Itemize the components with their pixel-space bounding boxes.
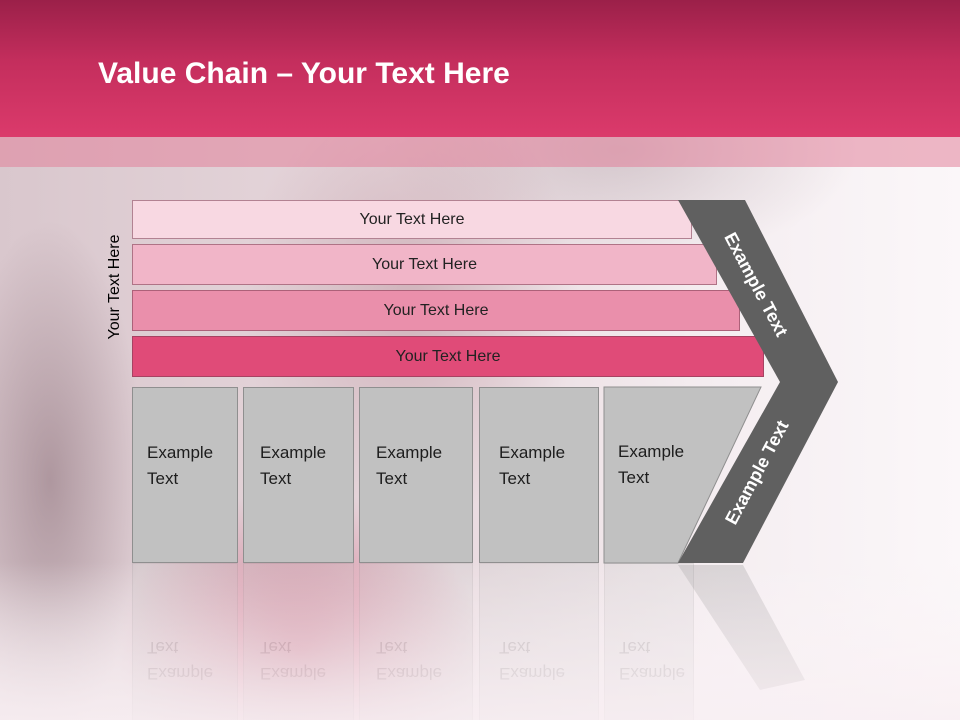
bar-label: Your Text Here [395,347,501,365]
chevron-top [678,200,838,382]
bar-3: Your Text Here [132,290,740,331]
bar-label: Your Text Here [383,301,489,319]
bar-label: Your Text Here [372,255,477,273]
bar-4: Your Text Here [132,336,764,377]
header-band [0,0,960,137]
column-1: Example Text [132,387,238,563]
column-line2: Text [376,469,408,488]
bar-1: Your Text Here [132,200,692,239]
column-2: Example Text [243,387,354,563]
column-line2: Text [147,469,179,488]
bar-label: Your Text Here [359,210,465,228]
column-line1: Example [260,443,327,462]
column-3: Example Text [359,387,473,563]
column-line2: Text [499,469,531,488]
page-title: Value Chain – Your Text Here [98,54,510,94]
column-4: Example Text [479,387,599,563]
column-line2: Text [618,468,650,487]
bar-2: Your Text Here [132,244,717,285]
title-bold: Value Chain [98,57,269,90]
chevron-reflection [678,565,805,690]
header-strip [0,137,960,167]
chevron-bottom [678,382,838,563]
column-line1: Example [499,443,566,462]
column-5-text: Example Text [604,387,734,563]
column-line2: Text [260,469,292,488]
column-line1: Example [147,443,214,462]
column-line1: Example [376,443,443,462]
title-rest: – Your Text Here [268,57,510,90]
column-line1: Example [618,442,685,461]
